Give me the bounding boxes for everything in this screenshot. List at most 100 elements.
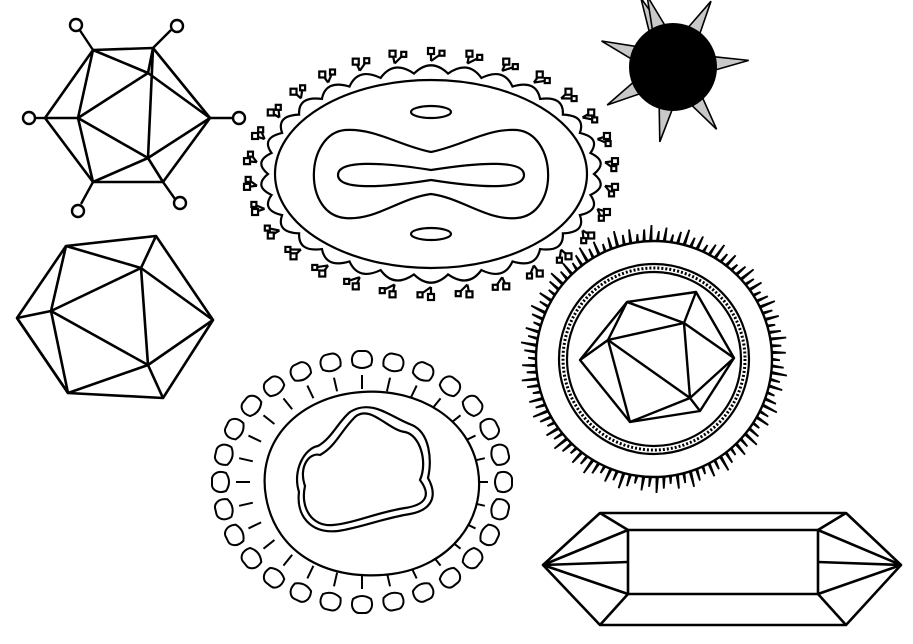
knob-head — [588, 110, 594, 116]
knob-head — [418, 292, 423, 297]
envelope-white-band — [536, 241, 772, 477]
knob-head — [604, 133, 610, 139]
petal-head — [463, 548, 483, 568]
knob-head — [581, 238, 586, 243]
petal-stalk — [263, 415, 274, 424]
knob-head — [265, 226, 270, 231]
petal-stalk — [283, 398, 292, 409]
knob-head — [268, 110, 274, 116]
knob-head — [439, 51, 444, 56]
petal-stalk — [411, 386, 417, 399]
knob-head — [604, 209, 610, 215]
petal-stalk — [239, 503, 253, 506]
petal-head — [383, 354, 403, 372]
phage-fibers — [36, 29, 233, 204]
petal-stalk — [248, 522, 261, 528]
knob-head — [599, 216, 604, 221]
knob-head — [537, 271, 543, 277]
petal-head — [463, 396, 483, 416]
knob-head — [611, 166, 616, 171]
petal-head — [352, 351, 372, 368]
petal-head — [215, 499, 233, 519]
petal-head — [225, 419, 244, 440]
petal-head — [212, 472, 229, 492]
petal-stalk — [387, 378, 390, 392]
petal-head — [480, 525, 499, 546]
knob-head — [557, 258, 562, 263]
knob-head — [588, 233, 594, 239]
knob-head — [390, 51, 396, 57]
knob-head — [428, 48, 434, 54]
petal-head — [242, 548, 262, 568]
knob-head — [612, 184, 618, 190]
knob-head — [503, 283, 509, 289]
petal-head — [495, 472, 512, 492]
knob-head — [312, 265, 317, 270]
knob-head — [537, 71, 543, 77]
elongated-capsid — [543, 513, 901, 625]
phage-capsid — [45, 48, 210, 182]
knob-head — [251, 202, 256, 207]
dense-core — [629, 23, 717, 111]
knob-head — [244, 158, 250, 164]
knob-head — [364, 58, 369, 63]
knob-head — [291, 89, 297, 95]
petal-head — [242, 396, 262, 416]
envelope-scallops — [261, 65, 600, 282]
knob-head — [456, 291, 461, 296]
petal-stalk — [263, 540, 274, 549]
petal-envelope-virus — [212, 351, 512, 613]
knob-head — [466, 51, 472, 57]
petal-stalk — [307, 386, 313, 399]
knob-head — [244, 184, 250, 190]
petal-head — [291, 362, 312, 381]
knob-head — [401, 52, 406, 57]
knob-head — [252, 133, 258, 139]
fringed-envelope-virus — [521, 225, 787, 493]
knob-head — [545, 78, 550, 83]
knob-head — [527, 273, 532, 278]
envelope-virus-oval — [244, 48, 618, 300]
knob-head — [268, 233, 274, 239]
knob-head — [252, 209, 258, 215]
petal-stalk — [239, 458, 253, 461]
knob-head — [344, 279, 349, 284]
knob-head — [291, 253, 297, 259]
knob-head — [565, 89, 571, 95]
knob-head — [380, 288, 385, 293]
petal-head — [383, 593, 403, 611]
knob-head — [258, 127, 263, 132]
petal-head — [320, 354, 340, 372]
knob-head — [319, 271, 325, 277]
icosahedral-capsid — [17, 236, 213, 398]
knob-head — [572, 96, 577, 101]
petal-head — [413, 362, 434, 381]
knob-head — [276, 105, 281, 110]
knob-head — [592, 117, 597, 122]
petal-head — [291, 583, 312, 602]
knob-head — [565, 253, 571, 259]
petal-stalk — [334, 378, 337, 392]
spiked-black-virus — [602, 0, 749, 142]
knob-head — [353, 283, 359, 289]
petal-stalk — [334, 573, 337, 587]
knob-head — [246, 177, 251, 182]
knob-head — [466, 291, 472, 297]
knob-head — [477, 55, 482, 60]
knob-head — [606, 141, 611, 146]
petal-head — [215, 445, 233, 465]
petal-head — [491, 499, 509, 519]
knob-head — [248, 152, 253, 157]
knob-head — [493, 285, 498, 290]
knob-head — [285, 247, 290, 252]
knob-head — [300, 85, 305, 90]
petal-stalk — [248, 436, 261, 442]
petal-head — [480, 419, 499, 440]
knob-head — [513, 64, 518, 69]
petal-head — [225, 525, 244, 546]
petal-head — [264, 568, 284, 588]
knob-head — [612, 158, 618, 164]
knob-head — [428, 294, 434, 300]
petal-head — [413, 583, 434, 602]
